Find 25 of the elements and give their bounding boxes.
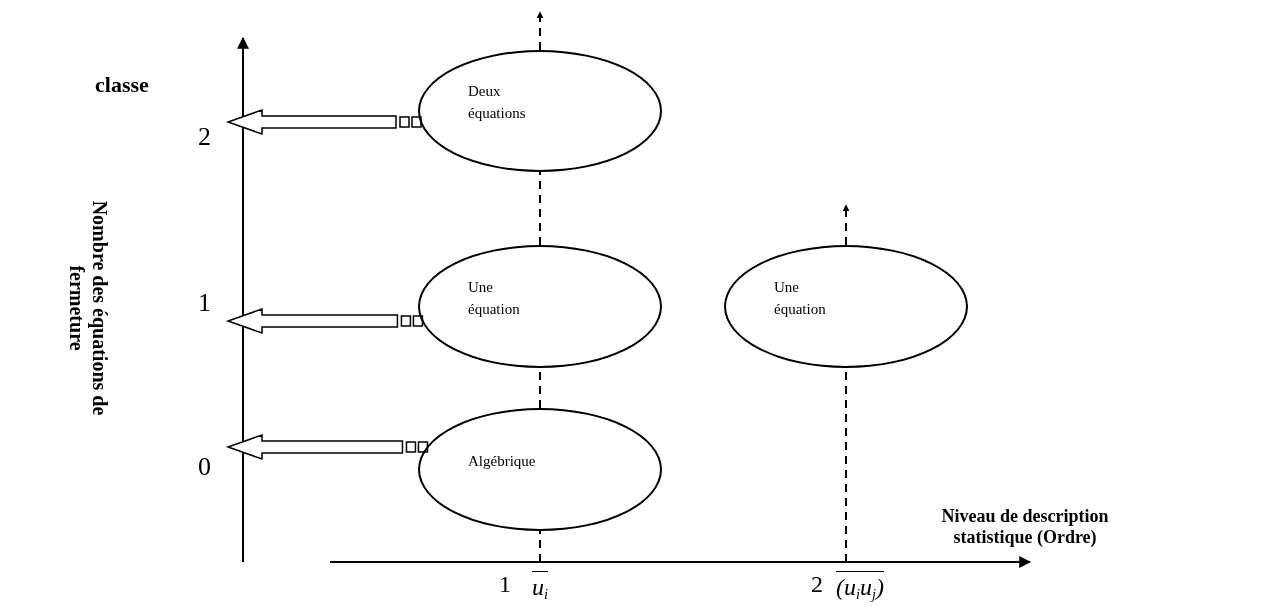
ellipse-node <box>418 408 662 531</box>
dashed-line <box>539 530 541 563</box>
axis-tick-label: 2 <box>198 122 211 152</box>
axis-tick-label: u$_{i}$ <box>532 571 548 602</box>
node-text: Algébrique <box>468 451 537 471</box>
hollow-arrow <box>225 433 429 461</box>
hollow-arrow <box>225 307 424 335</box>
ellipse-node <box>418 245 662 368</box>
dashed-line <box>539 171 541 246</box>
axis-tick-label: 1 <box>198 288 211 318</box>
axis-tick-label: (u$_{i}$u$_{j}$) <box>836 571 884 602</box>
axis-tick-label: 0 <box>198 452 211 482</box>
node-text: Une équation <box>774 277 827 319</box>
dashed-arrow <box>842 204 850 246</box>
ellipse-node <box>724 245 968 368</box>
axis-tick-label: 2 <box>811 571 823 599</box>
node-text: Une équation <box>468 277 521 319</box>
axis-title: Nombre des équations de fermeture <box>65 199 111 418</box>
node-text: Deux équations <box>468 82 527 123</box>
axis-title: Niveau de description statistique (Ordre) <box>940 506 1110 548</box>
ellipse-node <box>418 50 662 172</box>
hollow-arrow <box>225 108 422 136</box>
axis-tick-label: 1 <box>499 571 511 599</box>
axis-title: classe <box>95 72 149 98</box>
dashed-arrow <box>536 11 544 51</box>
